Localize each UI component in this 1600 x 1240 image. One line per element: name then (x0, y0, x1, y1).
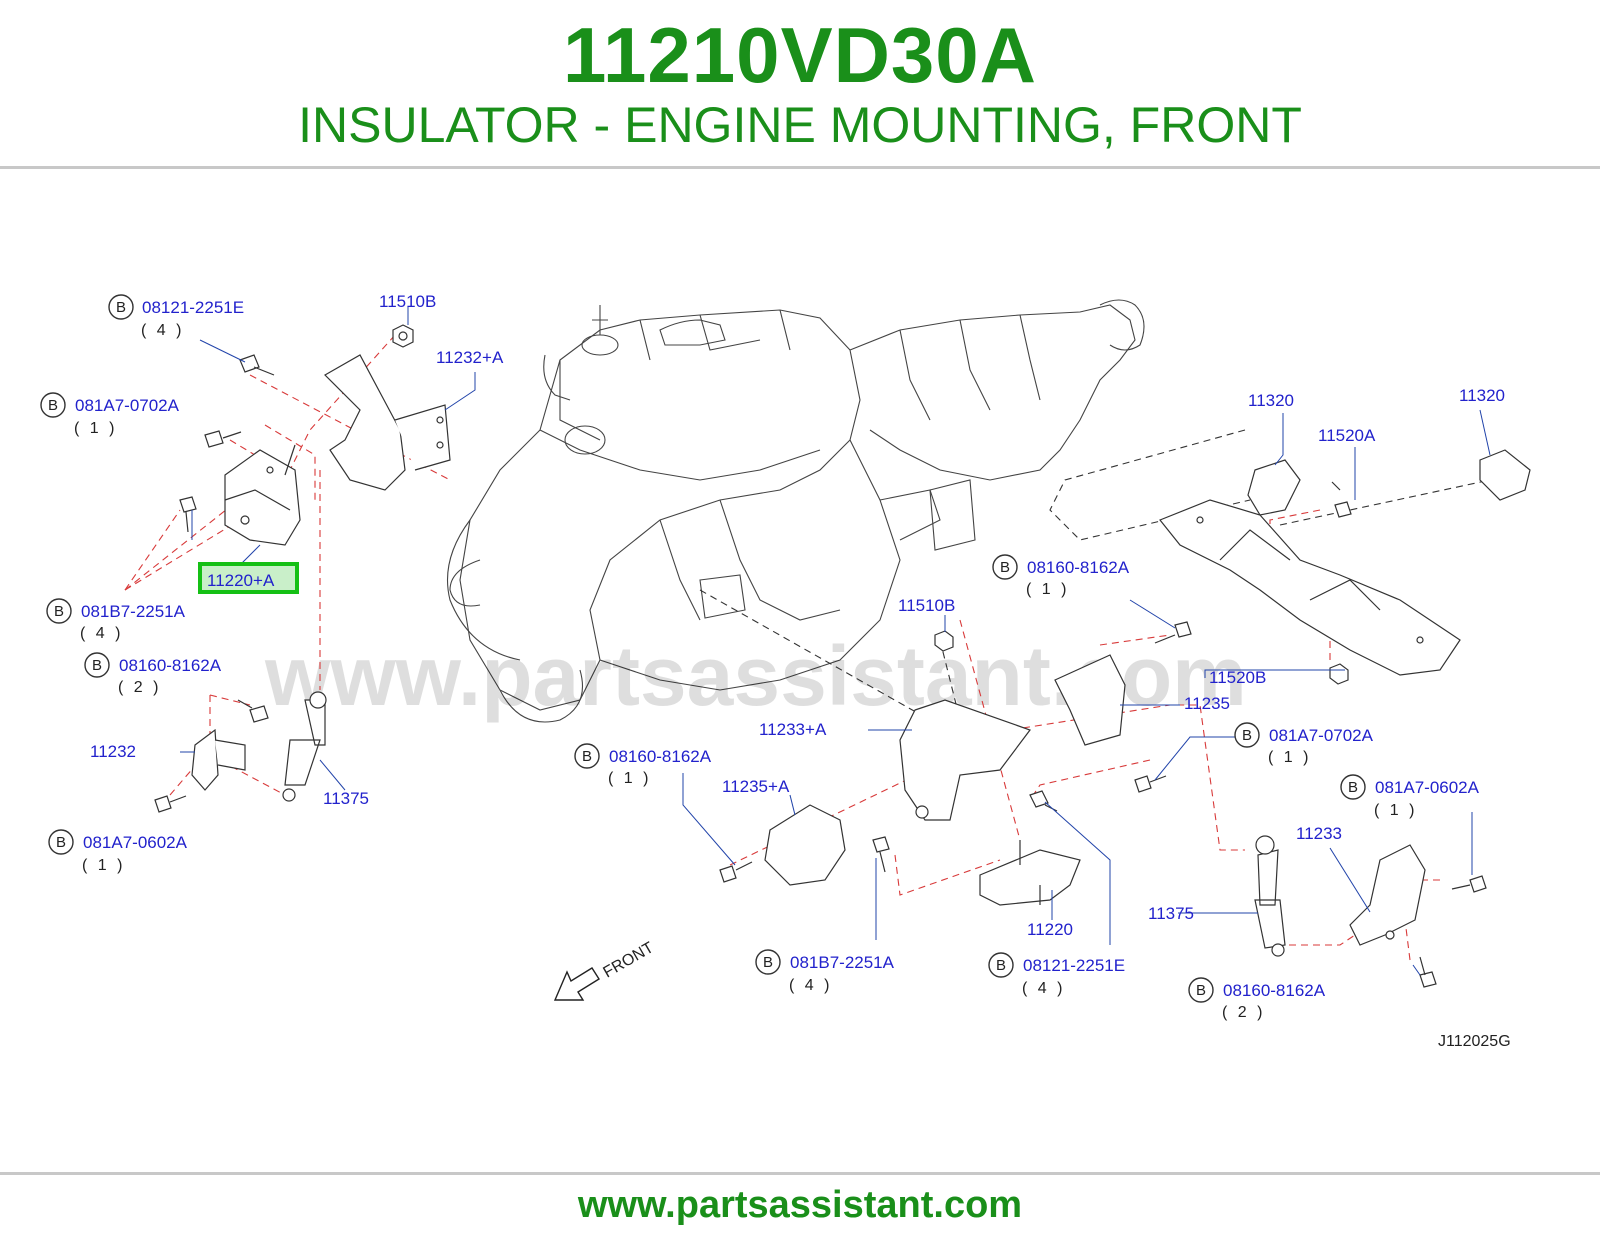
label-08121-2251E-bottom[interactable]: 08121-2251E (1023, 956, 1125, 975)
label-081B7-2251A-left[interactable]: 081B7-2251A (81, 602, 186, 621)
bolt-marker (988, 952, 1014, 978)
label-11232[interactable]: 11232 (90, 742, 136, 761)
bolt-marker-letter: B (54, 603, 64, 620)
bolt-marker-letter: B (92, 657, 102, 674)
bolt-marker (46, 598, 72, 624)
label-11235A[interactable]: 11235+A (722, 777, 790, 796)
label-08160-8162A-left[interactable]: 08160-8162A (119, 656, 222, 675)
label-11235[interactable]: 11235 (1184, 694, 1230, 713)
qty-081A7-0602A-left: ( 1 ) (82, 857, 125, 874)
label-11320-mid[interactable]: 11320 (1248, 391, 1294, 410)
engine-outline (447, 299, 1145, 723)
footer-divider (0, 1172, 1600, 1175)
qty-081B7-2251A-left: ( 4 ) (80, 625, 123, 642)
qty-081A7-0602A-right: ( 1 ) (1374, 802, 1417, 819)
bolt-marker-letter: B (48, 397, 58, 414)
bolt-marker-letter: B (116, 299, 126, 316)
label-08160-8162A-center[interactable]: 08160-8162A (609, 747, 712, 766)
label-11233A[interactable]: 11233+A (759, 720, 827, 739)
qty-081A7-0702A-left: ( 1 ) (74, 420, 117, 437)
qty-081A7-0702A-right: ( 1 ) (1268, 749, 1311, 766)
bolt-marker-letter: B (996, 957, 1006, 974)
footer-url[interactable]: www.partsassistant.com (577, 1184, 1023, 1226)
bolt-marker-letter: B (1196, 982, 1206, 999)
qty-081B7-2251A-bottom: ( 4 ) (789, 977, 832, 994)
label-081A7-0702A-right[interactable]: 081A7-0702A (1269, 726, 1374, 745)
label-11232A[interactable]: 11232+A (436, 348, 504, 367)
bolt-marker-letter: B (582, 748, 592, 765)
bolt-marker-letter: B (56, 834, 66, 851)
diagram-code: J112025G (1438, 1033, 1511, 1050)
bolt-marker (40, 392, 66, 418)
bolt-marker (1234, 722, 1260, 748)
bolt-marker (84, 652, 110, 678)
qty-08160-8162A-bottom-right: ( 2 ) (1222, 1004, 1265, 1021)
front-indicator: FRONT (553, 939, 657, 1001)
label-11375-right[interactable]: 11375 (1148, 904, 1194, 923)
label-11510B-mid[interactable]: 11510B (898, 596, 955, 615)
part-shapes (154, 324, 1531, 988)
header-divider (0, 166, 1600, 169)
bolt-marker (1188, 977, 1214, 1003)
part-number: 11210VD30A (562, 11, 1038, 99)
bolt-marker (574, 743, 600, 769)
bolt-marker-letter: B (1000, 559, 1010, 576)
qty-08121-2251E-bottom: ( 4 ) (1022, 980, 1065, 997)
page-header: 11210VD30A INSULATOR - ENGINE MOUNTING, … (0, 0, 1600, 170)
label-11220[interactable]: 11220 (1027, 920, 1073, 939)
label-08121-2251E[interactable]: 08121-2251E (142, 298, 244, 317)
front-label: FRONT (601, 939, 657, 981)
callout-labels: B 08121-2251E ( 4 ) 11510B 11232+A B 081… (40, 292, 1505, 1021)
label-11233[interactable]: 11233 (1296, 824, 1342, 843)
leader-lines (180, 306, 1491, 976)
label-08160-8162A-mid[interactable]: 08160-8162A (1027, 558, 1130, 577)
label-11510B-top[interactable]: 11510B (379, 292, 436, 311)
bolt-marker-letter: B (1242, 727, 1252, 744)
qty-08160-8162A-center: ( 1 ) (608, 770, 651, 787)
bolt-marker (1340, 774, 1366, 800)
label-11520A[interactable]: 11520A (1318, 426, 1376, 445)
label-081A7-0702A-left[interactable]: 081A7-0702A (75, 396, 180, 415)
label-11375-left[interactable]: 11375 (323, 789, 369, 808)
label-11220A-highlighted[interactable]: 11220+A (207, 571, 275, 590)
front-arrow-icon (553, 967, 600, 1001)
bolt-marker-letter: B (1348, 779, 1358, 796)
part-title: INSULATOR - ENGINE MOUNTING, FRONT (298, 97, 1302, 153)
label-11520B[interactable]: 11520B (1209, 668, 1266, 687)
label-081B7-2251A-bottom[interactable]: 081B7-2251A (790, 953, 895, 972)
highlight-box (198, 562, 299, 594)
qty-08121-2251E: ( 4 ) (141, 322, 184, 339)
bolt-marker-letter: B (763, 954, 773, 971)
bolt-marker (108, 294, 134, 320)
qty-08160-8162A-left: ( 2 ) (118, 679, 161, 696)
label-08160-8162A-bottom-right[interactable]: 08160-8162A (1223, 981, 1326, 1000)
label-081A7-0602A-left[interactable]: 081A7-0602A (83, 833, 188, 852)
qty-08160-8162A-mid: ( 1 ) (1026, 581, 1069, 598)
bolt-marker (48, 829, 74, 855)
bolt-marker (755, 949, 781, 975)
label-081A7-0602A-right[interactable]: 081A7-0602A (1375, 778, 1480, 797)
label-11320-right[interactable]: 11320 (1459, 386, 1505, 405)
bolt-marker (992, 554, 1018, 580)
